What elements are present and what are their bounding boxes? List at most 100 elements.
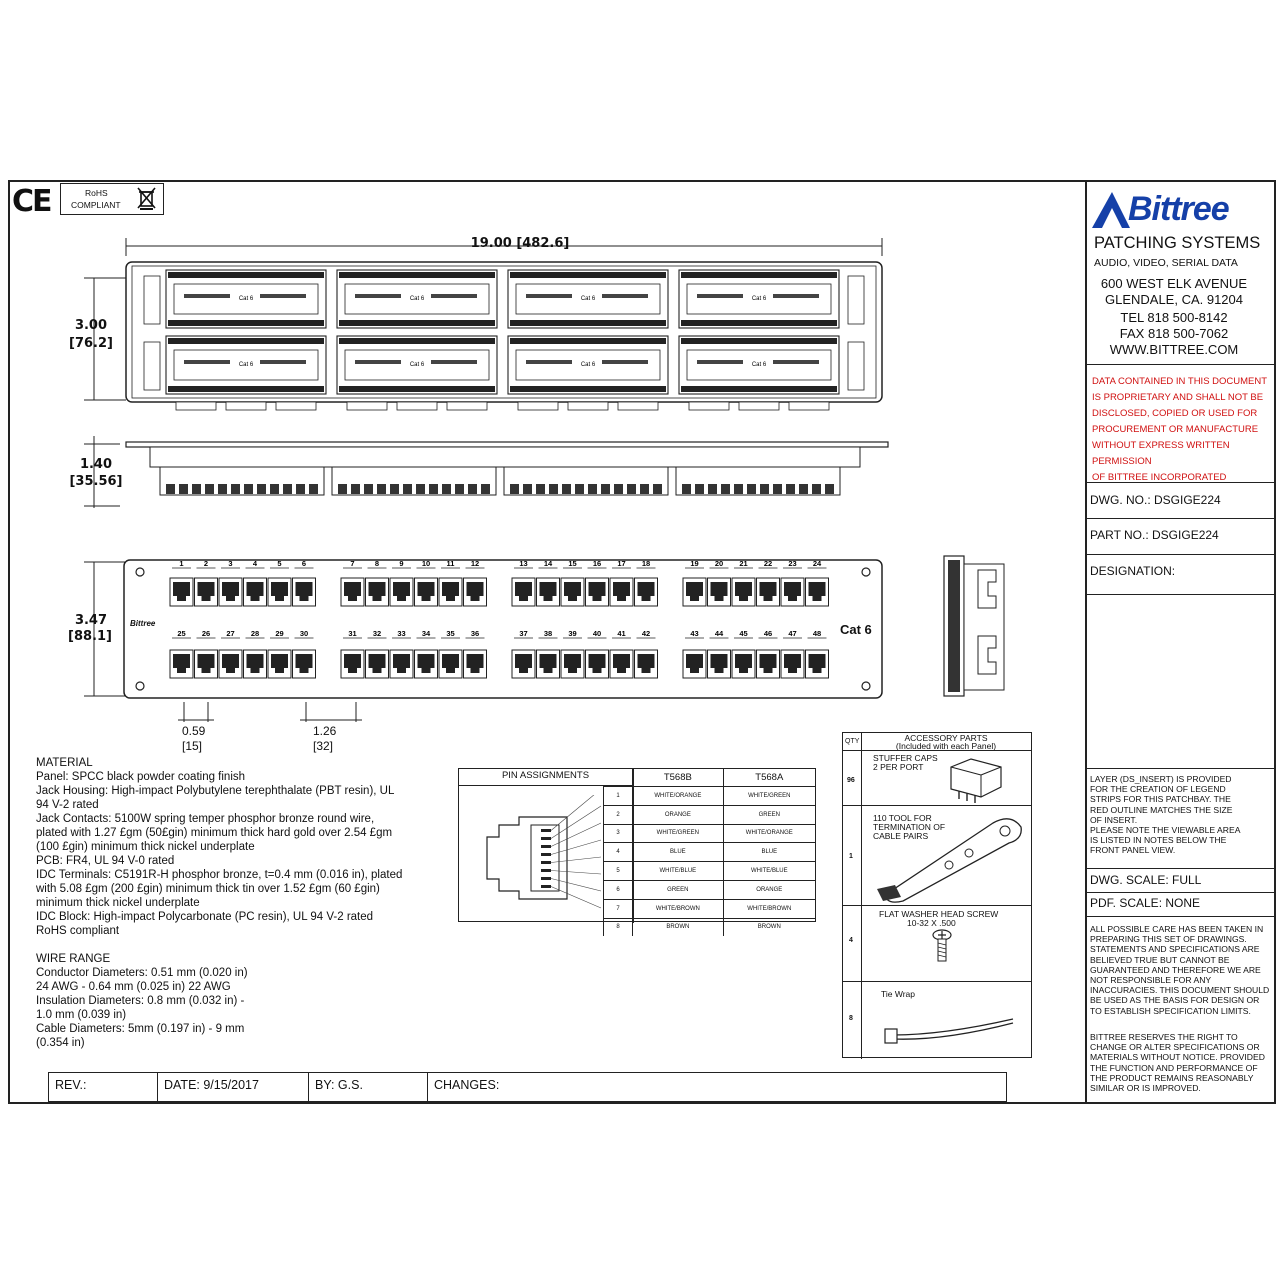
side-idc xyxy=(429,484,438,494)
rohs-text-line2: COMPLIANT xyxy=(71,200,121,210)
accessory-qty-3: 4 xyxy=(849,937,853,944)
col-b-header: T568A xyxy=(722,769,815,787)
text-line: BE USED AS THE BASIS FOR DESIGN OR xyxy=(1090,995,1260,1006)
top-jack-opening xyxy=(197,582,215,601)
bittree-logo-text: Bittree xyxy=(1128,190,1230,228)
rear-module-bottom-strip xyxy=(168,320,324,326)
text-line: IS LISTED IN NOTES BELOW THE xyxy=(1090,835,1227,846)
rj45-pin xyxy=(541,845,551,848)
rear-module-label-area xyxy=(344,349,490,381)
rj45-pin-lead xyxy=(550,878,602,892)
rear-tab xyxy=(446,401,488,411)
bottom-port-number: 32 xyxy=(373,629,381,638)
top-port-number: 4 xyxy=(253,559,258,568)
text-line: RED OUTLINE MATCHES THE SIZE xyxy=(1090,804,1233,815)
bottom-port-number: 27 xyxy=(226,629,234,638)
bottom-jack-opening xyxy=(417,654,435,673)
bottom-jack-opening xyxy=(710,654,728,673)
drawing-scale: DWG. SCALE: FULL xyxy=(1090,873,1202,887)
text-line: 24 AWG - 0.64 mm (0.025 in) 22 AWG xyxy=(36,981,231,993)
pin-t568b-color: WHITE/ORANGE xyxy=(632,786,724,806)
rear-tab xyxy=(225,401,267,411)
top-port-number: 14 xyxy=(544,559,553,568)
text-line: IS PROPRIETARY AND SHALL NOT BE xyxy=(1092,392,1264,403)
rear-tab xyxy=(275,401,317,411)
rear-module-top-strip xyxy=(168,338,324,344)
rear-module-label: Cat 6 xyxy=(410,362,425,368)
website-link[interactable]: WWW.BITTREE.COM xyxy=(1109,342,1239,357)
text-line: LAYER (DS_INSERT) IS PROVIDED xyxy=(1090,774,1232,784)
side-idc xyxy=(575,484,584,494)
side-idc xyxy=(338,484,347,494)
material-heading: MATERIAL xyxy=(36,757,93,769)
side-idc xyxy=(812,484,821,494)
text-line: OF BITTREE INCORPORATED xyxy=(1092,472,1227,483)
bottom-port-number: 35 xyxy=(446,629,454,638)
rear-tab xyxy=(396,401,438,411)
rear-module-label-area xyxy=(173,349,319,381)
text-line: NOT RESPONSIBLE FOR ANY xyxy=(1090,975,1212,986)
bottom-port-number: 42 xyxy=(642,629,650,638)
stuffer-cap-icon xyxy=(950,758,1002,803)
side-idc xyxy=(721,484,730,494)
bottom-port-number: 33 xyxy=(397,629,405,638)
pin-number: 4 xyxy=(602,842,633,863)
side-idc xyxy=(403,484,412,494)
rj45-pin-lead xyxy=(550,870,602,875)
top-jack-opening xyxy=(417,582,435,601)
rear-module-bottom-strip xyxy=(510,320,666,326)
side-idc xyxy=(455,484,464,494)
bottom-port-number: 25 xyxy=(177,629,185,638)
text-line: MATERIALS WITHOUT NOTICE. PROVIDED xyxy=(1090,1052,1265,1063)
bottom-port-number: 46 xyxy=(764,629,772,638)
accessory-4-line1: Tie Wrap xyxy=(881,989,916,999)
side-idc xyxy=(695,484,704,494)
text-line: STRIPS FOR THIS PATCHBAY. THE xyxy=(1090,794,1231,805)
drawing-frame xyxy=(8,180,1276,1104)
text-line: Jack Contacts: 5100W spring temper phosp… xyxy=(36,813,375,825)
date-cell: DATE: 9/15/2017 xyxy=(157,1072,309,1102)
text-line: PCB: FR4, UL 94 V-0 rated xyxy=(36,855,175,867)
rear-idc-strip xyxy=(773,360,819,364)
top-jack-opening xyxy=(735,582,752,601)
text-line: PREPARING THIS SET OF DRAWINGS. xyxy=(1090,934,1247,945)
rear-mount-bracket xyxy=(847,341,865,391)
accessory-qty-1: 96 xyxy=(847,777,855,784)
top-jack-opening xyxy=(710,582,728,601)
bottom-jack-opening xyxy=(368,654,386,673)
rear-module-label-area xyxy=(173,283,319,315)
side-idc xyxy=(708,484,717,494)
text-line: FOR THE CREATION OF LEGEND xyxy=(1090,784,1226,795)
side-idc xyxy=(416,484,425,494)
rohs-text-line1: RoHS xyxy=(85,188,108,198)
text-line: TO ESTABLISH SPECIFICATION LIMITS. xyxy=(1090,1005,1251,1016)
text-line: FRONT PANEL VIEW. xyxy=(1090,845,1176,856)
bottom-port-number: 29 xyxy=(275,629,283,638)
text-line: Panel: SPCC black powder coating finish xyxy=(36,771,246,783)
text-line: Jack Housing: High-impact Polybutylene t… xyxy=(36,785,395,797)
height-front-dimension-mm: [88.1] xyxy=(68,629,112,644)
pin-number: 7 xyxy=(602,899,633,919)
top-port-number: 17 xyxy=(617,559,625,568)
pin-number: 5 xyxy=(602,861,633,881)
top-jack-opening xyxy=(368,582,386,601)
rear-module-bottom-strip xyxy=(681,386,837,392)
rear-module-label-area xyxy=(515,349,661,381)
rj45-pin-lead xyxy=(550,839,602,855)
pin-number: 1 xyxy=(602,786,633,806)
side-idc xyxy=(192,484,201,494)
rear-mount-bracket xyxy=(143,341,161,391)
pin-t568a-color: WHITE/BLUE xyxy=(722,861,815,881)
rear-module-label: Cat 6 xyxy=(581,296,596,302)
rear-module-label: Cat 6 xyxy=(581,362,596,368)
accessory-title-line2: (Included with each Panel) xyxy=(895,741,997,751)
rear-module-top-strip xyxy=(339,272,495,278)
part-number: PART NO.: DSGIGE224 xyxy=(1090,528,1219,542)
company-tagline: AUDIO, VIDEO, SERIAL DATA xyxy=(1094,257,1238,269)
fax-number: FAX 818 500-7062 xyxy=(1119,326,1229,341)
accessory-3-line1: FLAT WASHER HEAD SCREW xyxy=(879,909,999,919)
top-port-number: 23 xyxy=(788,559,796,568)
rear-idc-strip xyxy=(697,360,743,364)
